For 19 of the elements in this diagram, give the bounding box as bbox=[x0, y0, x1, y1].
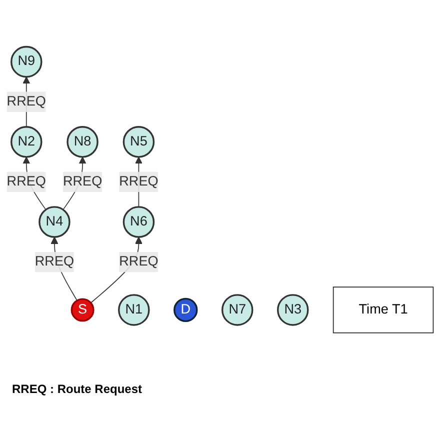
legend-note: RREQ : Route Request bbox=[12, 382, 144, 396]
node-circle: N4 bbox=[38, 206, 70, 238]
node-circle: S bbox=[70, 298, 94, 322]
edge-label: RREQ bbox=[119, 254, 158, 270]
node-circle: N7 bbox=[221, 294, 254, 326]
node-circle: N3 bbox=[276, 294, 309, 326]
edge-label: RREQ bbox=[6, 174, 46, 189]
node-circle: N8 bbox=[66, 126, 98, 158]
edge-label: RREQ bbox=[34, 254, 74, 270]
edge-label: RREQ bbox=[62, 174, 102, 189]
node-circle: N6 bbox=[122, 206, 155, 238]
node-circle: N5 bbox=[122, 126, 155, 158]
node-circle: N1 bbox=[118, 294, 150, 326]
node-box: Time T1 bbox=[332, 286, 434, 334]
node-circle: N2 bbox=[10, 126, 42, 158]
node-circle: N9 bbox=[10, 46, 42, 78]
edge-label: RREQ bbox=[119, 174, 158, 189]
node-circle: D bbox=[174, 298, 198, 322]
edge-label: RREQ bbox=[6, 94, 46, 109]
